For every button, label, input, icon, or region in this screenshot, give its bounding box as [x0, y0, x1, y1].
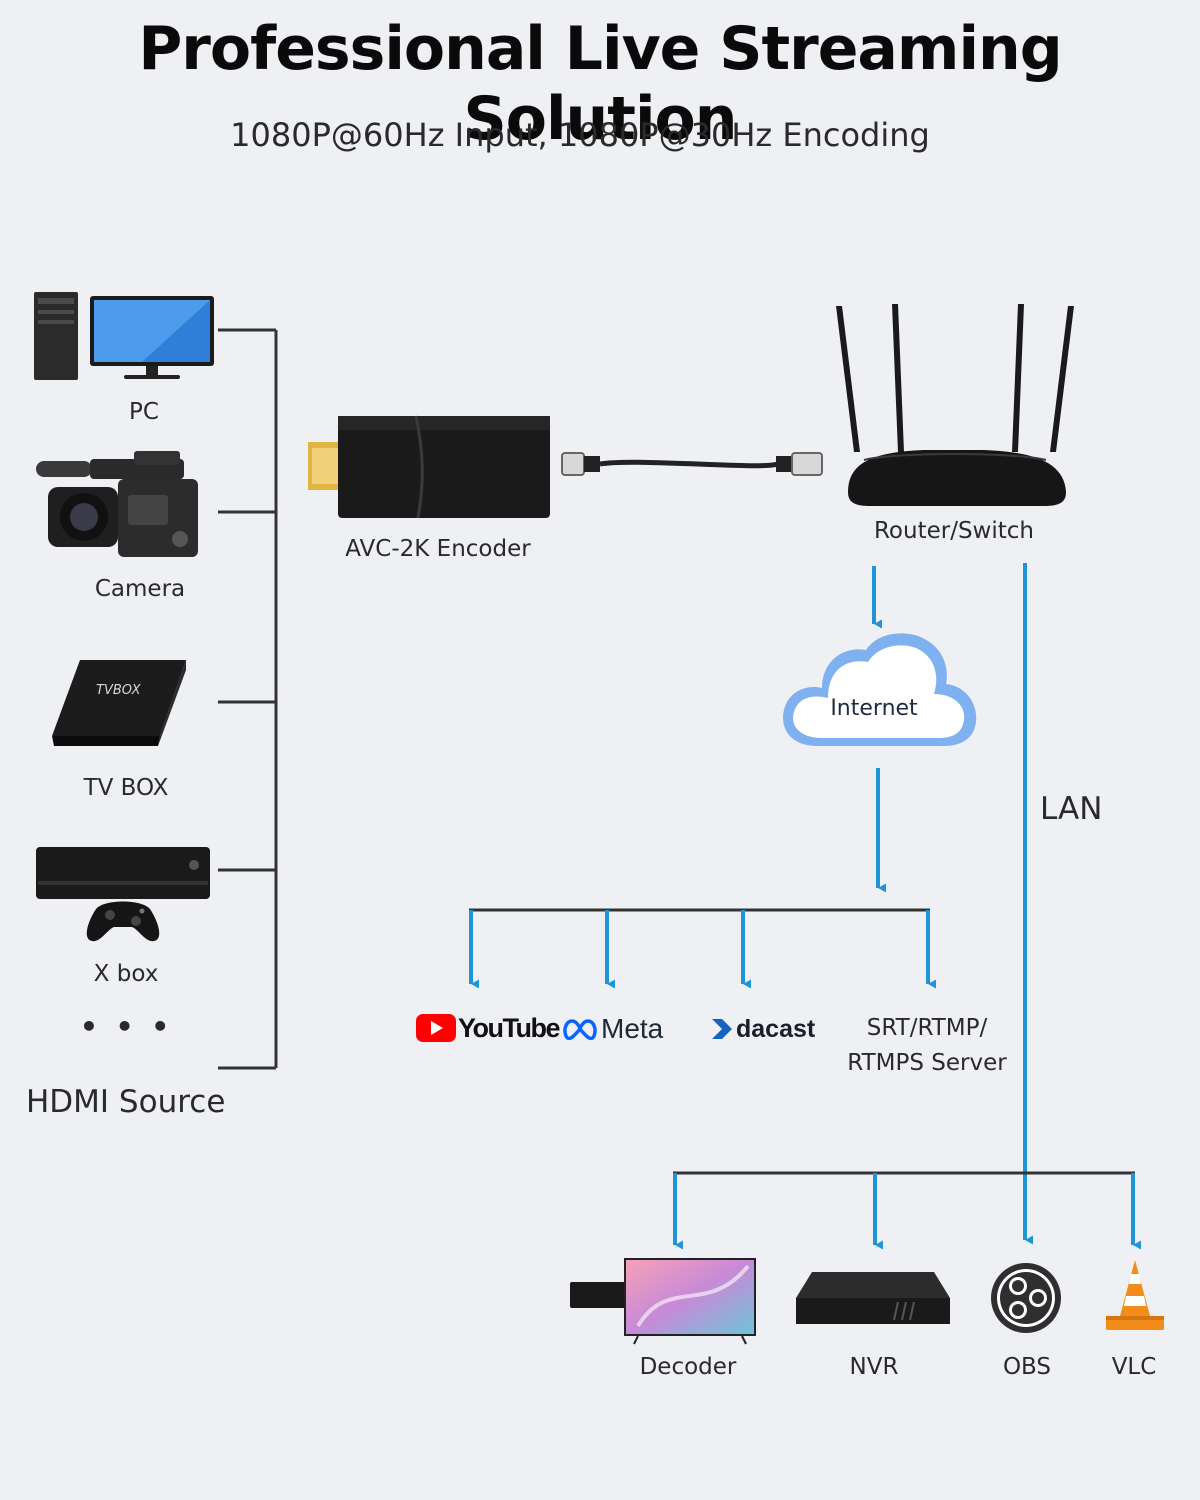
xbox-icon	[34, 845, 212, 945]
meta-logo: Meta	[562, 1012, 663, 1046]
camera-icon	[34, 447, 202, 559]
camera-label: Camera	[94, 576, 186, 602]
platform-bus	[469, 908, 937, 989]
more-sources-ellipsis: • • •	[80, 1010, 174, 1043]
youtube-text: YouTube	[458, 1012, 560, 1043]
meta-text: Meta	[601, 1013, 664, 1044]
vlc-label: VLC	[1111, 1354, 1157, 1380]
nvr-icon	[794, 1270, 952, 1326]
dacast-icon	[712, 1019, 732, 1039]
youtube-logo: YouTube	[416, 1012, 560, 1044]
obs-icon	[990, 1262, 1062, 1334]
srt-line-2: RTMPS Server	[847, 1050, 1007, 1076]
hdmi-source-label: HDMI Source	[26, 1084, 226, 1120]
cloud-icon	[778, 628, 980, 752]
srt-line-1: SRT/RTMP/	[866, 1015, 988, 1041]
tv-box-device-text: TVBOX	[96, 683, 142, 698]
obs-label: OBS	[1002, 1354, 1052, 1380]
pc-icon	[32, 290, 218, 382]
lan-bus	[673, 1171, 1142, 1250]
encoder-label: AVC-2K Encoder	[345, 536, 531, 562]
pc-label: PC	[129, 399, 159, 425]
ethernet-cable	[561, 452, 823, 476]
youtube-icon	[416, 1014, 456, 1042]
router-label: Router/Switch	[873, 518, 1034, 544]
decoder-label: Decoder	[639, 1354, 737, 1380]
hdmi-source-bracket	[218, 328, 278, 1070]
tv-box-icon: TVBOX	[50, 656, 190, 748]
xbox-label: X box	[93, 961, 159, 987]
decoder-icon	[568, 1256, 758, 1346]
nvr-label: NVR	[849, 1354, 899, 1380]
lan-label: LAN	[1040, 791, 1103, 827]
tv-box-label: TV BOX	[83, 775, 169, 801]
vlc-icon	[1102, 1258, 1168, 1332]
page-subtitle: 1080P@60Hz Input, 1080P@30Hz Encoding	[230, 116, 930, 154]
dacast-text: dacast	[736, 1014, 816, 1043]
page-title: Professional Live Streaming Solution	[138, 14, 1062, 154]
router-icon	[834, 302, 1074, 508]
meta-icon	[563, 1019, 597, 1040]
encoder-icon	[306, 414, 552, 520]
dacast-logo: dacast	[710, 1012, 815, 1046]
srt-rtmp-server-label: SRT/RTMP/ RTMPS Server	[838, 1011, 1016, 1081]
internet-label: Internet	[830, 696, 918, 721]
